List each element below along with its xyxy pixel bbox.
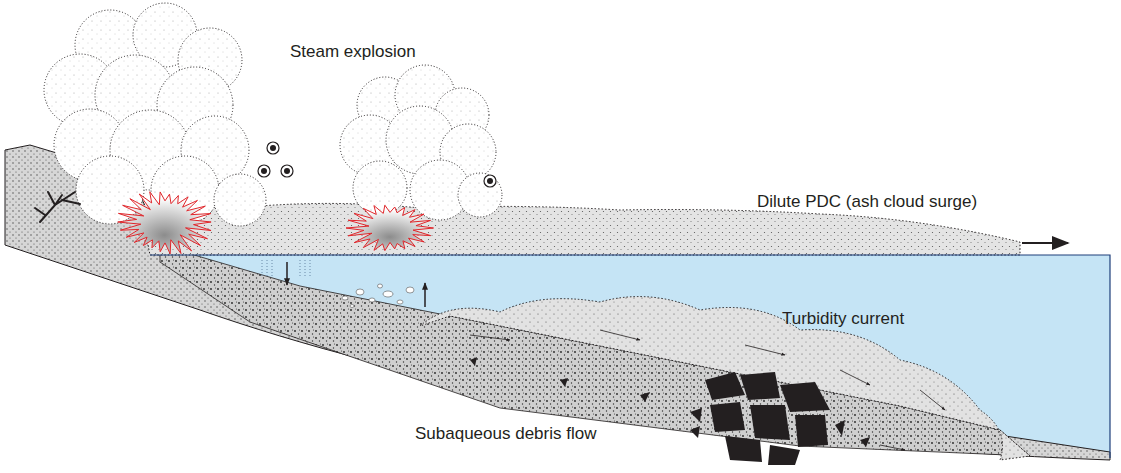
steam-cloud bbox=[44, 3, 266, 226]
steam-cloud bbox=[340, 65, 502, 220]
process-label: Subaqueous debris flow bbox=[415, 424, 695, 444]
pumice-particles bbox=[342, 284, 414, 308]
flow-arrow bbox=[1022, 242, 1068, 244]
block-cluster bbox=[690, 372, 845, 465]
rising-arrow bbox=[424, 283, 426, 307]
process-label: Steam explosion bbox=[290, 42, 570, 62]
explosion-burst bbox=[346, 205, 434, 250]
settling-arrow bbox=[286, 262, 288, 285]
ballistic-clast bbox=[258, 142, 496, 187]
process-label: Dilute PDC (ash cloud surge) bbox=[757, 192, 1037, 212]
process-label: Turbidity current bbox=[782, 309, 1062, 329]
water-surface bbox=[150, 255, 1110, 458]
ash-settling bbox=[262, 260, 310, 278]
tree-trunk bbox=[35, 192, 80, 222]
debris-deposit bbox=[160, 245, 1030, 456]
explosion-burst bbox=[118, 192, 434, 254]
ground-slope bbox=[5, 145, 1110, 460]
explosion-burst bbox=[118, 192, 211, 254]
